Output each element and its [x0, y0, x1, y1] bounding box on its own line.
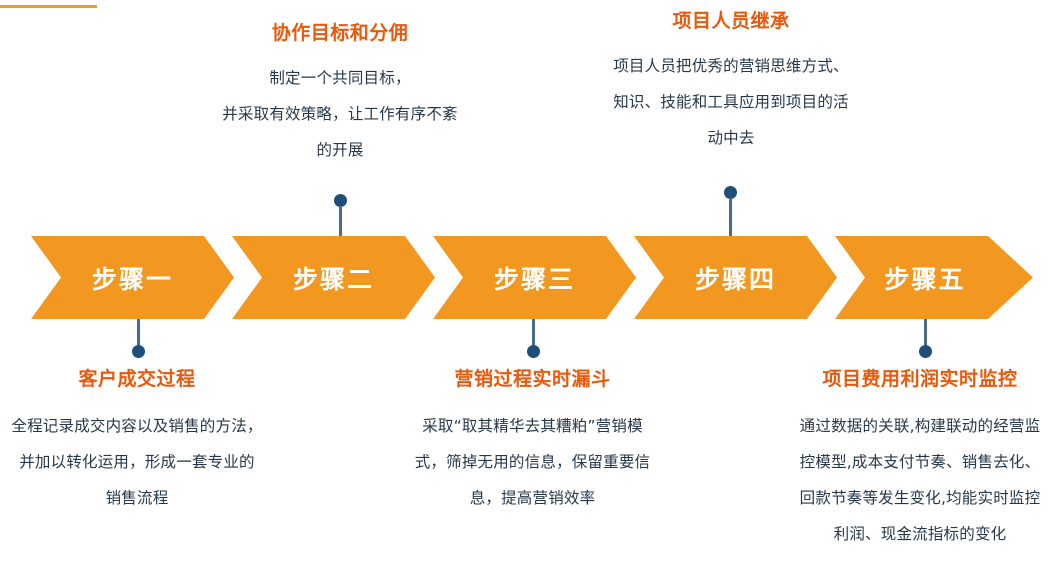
callout-body-line: 采取“取其精华去其糟粕”营销模 [422, 417, 643, 435]
accent-rule [0, 5, 97, 8]
process-step-label: 步骤五 [884, 264, 966, 294]
connector-dot-step4 [724, 186, 737, 199]
callout-bottom-step3: 营销过程实时漏斗 采取“取其精华去其糟粕”营销模 式，筛掉无用的信息，保留重要信… [390, 366, 675, 516]
connector-dot-step5 [919, 345, 932, 358]
connector-dot-step3 [527, 345, 540, 358]
process-step-label: 步骤一 [91, 264, 173, 294]
callout-body-line: 利润、现金流指标的变化 [833, 525, 1007, 543]
callout-body: 全程记录成交内容以及销售的方法， 并加以转化运用，形成一套专业的 销售流程 [0, 408, 282, 516]
process-step-4[interactable]: 步骤四 [634, 236, 837, 319]
callout-body: 项目人员把优秀的营销思维方式、 知识、技能和工具应用到项目的活 动中去 [585, 48, 877, 156]
process-chevron-band: 步骤一 步骤二 步骤三 步骤四 步骤五 [0, 236, 1058, 319]
callout-body-line: 并加以转化运用，形成一套专业的 [19, 453, 255, 471]
callout-body: 采取“取其精华去其糟粕”营销模 式，筛掉无用的信息，保留重要信 息，提高营销效率 [390, 408, 675, 516]
connector-line-step2 [339, 206, 342, 237]
callout-title: 项目费用利润实时监控 [822, 368, 1018, 390]
callout-bottom-step5: 项目费用利润实时监控 通过数据的关联,构建联动的经营监 控模型,成本支付节奏、销… [775, 366, 1058, 552]
callout-top-step4: 项目人员继承 项目人员把优秀的营销思维方式、 知识、技能和工具应用到项目的活 动… [585, 8, 877, 156]
callout-body: 制定一个共同目标， 并采取有效策略，让工作有序不紊 的开展 [195, 60, 485, 168]
callout-body-line: 控模型,成本支付节奏、销售去化、 [799, 453, 1041, 471]
connector-line-step1 [137, 319, 140, 348]
callout-title: 营销过程实时漏斗 [454, 368, 611, 390]
callout-title: 项目人员继承 [672, 10, 790, 32]
process-step-label: 步骤二 [292, 264, 374, 294]
callout-title: 客户成交过程 [78, 368, 196, 390]
callout-body-line: 动中去 [707, 129, 755, 147]
callout-bottom-step1: 客户成交过程 全程记录成交内容以及销售的方法， 并加以转化运用，形成一套专业的 … [0, 366, 282, 516]
callout-body: 通过数据的关联,构建联动的经营监 控模型,成本支付节奏、销售去化、 回款节奏等发… [775, 408, 1058, 552]
callout-body-line: 的开展 [316, 141, 364, 159]
process-step-2[interactable]: 步骤二 [232, 236, 435, 319]
connector-dot-step1 [132, 345, 145, 358]
process-step-1[interactable]: 步骤一 [31, 236, 234, 319]
callout-body-line: 制定一个共同目标， [269, 69, 411, 87]
callout-body-line: 项目人员把优秀的营销思维方式、 [613, 57, 849, 75]
callout-body-line: 息，提高营销效率 [469, 489, 596, 507]
process-step-label: 步骤四 [694, 264, 776, 294]
callout-body-line: 式，筛掉无用的信息，保留重要信 [414, 453, 651, 471]
callout-body-line: 回款节奏等发生变化,均能实时监控 [799, 489, 1041, 507]
callout-body-line: 通过数据的关联,构建联动的经营监 [799, 417, 1041, 435]
callout-body-line: 销售流程 [105, 489, 169, 507]
callout-body-line: 并采取有效策略，让工作有序不紊 [222, 105, 458, 123]
callout-top-step2: 协作目标和分佣 制定一个共同目标， 并采取有效策略，让工作有序不紊 的开展 [195, 20, 485, 168]
process-step-label: 步骤三 [493, 264, 575, 294]
callout-body-line: 全程记录成交内容以及销售的方法， [11, 417, 263, 435]
connector-line-step5 [924, 319, 927, 348]
callout-title: 协作目标和分佣 [271, 22, 409, 44]
connector-line-step3 [532, 319, 535, 348]
process-step-5[interactable]: 步骤五 [835, 236, 1033, 319]
connector-dot-step2 [334, 194, 347, 207]
callout-body-line: 知识、技能和工具应用到项目的活 [613, 93, 849, 111]
process-step-3[interactable]: 步骤三 [433, 236, 636, 319]
connector-line-step4 [729, 198, 732, 237]
